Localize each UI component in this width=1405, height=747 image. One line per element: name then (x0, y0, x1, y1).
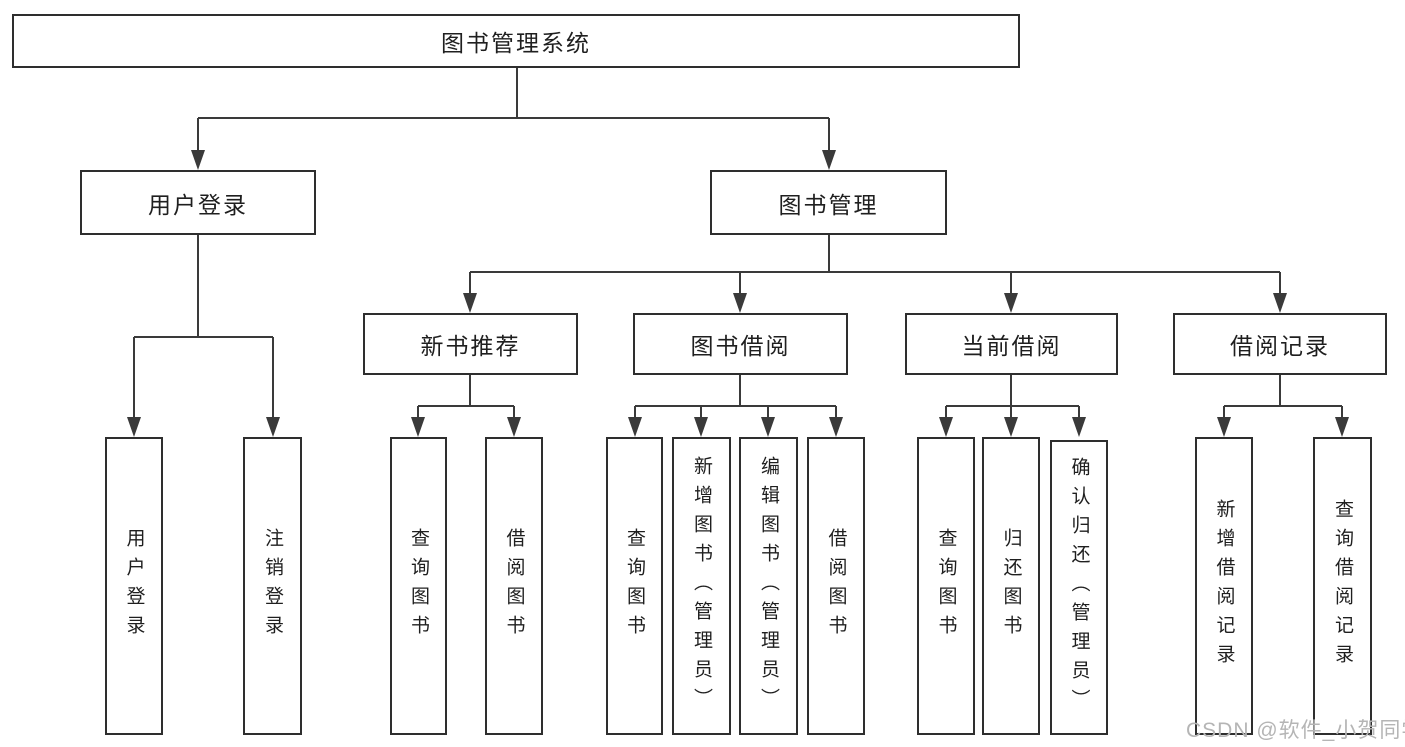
arrowheads (127, 150, 1349, 437)
leaf-add-borrow-record-label: 新增借阅记录 (1213, 499, 1235, 673)
csdn-watermark: CSDN @软件_小贺同学 (1186, 719, 1405, 742)
leaf-query-books-newbook: 查询图书 (390, 437, 447, 735)
node-system-root: 图书管理系统 (12, 14, 1020, 68)
leaf-user-login-label: 用户登录 (123, 528, 145, 644)
leaf-confirm-return-admin-label: 确认归还（管理员） (1068, 457, 1090, 718)
leaf-borrow-books-newbook: 借阅图书 (485, 437, 543, 735)
node-new-book-recommendation: 新书推荐 (363, 313, 578, 375)
node-book-borrowing: 图书借阅 (633, 313, 848, 375)
leaf-logout-login-label: 注销登录 (262, 528, 283, 644)
leaf-query-books-current-label: 查询图书 (935, 528, 957, 644)
node-new-book-recommendation-label: 新书推荐 (420, 333, 521, 359)
node-borrowing-records: 借阅记录 (1173, 313, 1387, 375)
leaf-borrow-books-label: 借阅图书 (825, 528, 847, 644)
leaf-query-borrow-record-label: 查询借阅记录 (1332, 499, 1353, 673)
node-borrowing-records-label: 借阅记录 (1230, 333, 1330, 359)
leaf-borrow-books: 借阅图书 (807, 437, 865, 735)
leaf-query-books-borrow-label: 查询图书 (624, 528, 645, 644)
leaf-borrow-books-newbook-label: 借阅图书 (503, 528, 525, 644)
leaf-edit-books-admin-label: 编辑图书（管理员） (758, 455, 779, 717)
leaf-return-books-label: 归还图书 (1000, 528, 1022, 644)
leaf-logout-login: 注销登录 (243, 437, 302, 735)
leaf-add-borrow-record: 新增借阅记录 (1195, 437, 1253, 735)
leaf-add-books-admin-label: 新增图书（管理员） (691, 455, 712, 717)
leaf-query-books-borrow: 查询图书 (606, 437, 663, 735)
node-book-management-label: 图书管理 (778, 191, 879, 218)
node-user-login-label: 用户登录 (148, 191, 248, 218)
leaf-edit-books-admin: 编辑图书（管理员） (739, 437, 798, 735)
leaf-query-books-current: 查询图书 (917, 437, 975, 735)
node-current-borrowing: 当前借阅 (905, 313, 1118, 375)
node-book-borrowing-label: 图书借阅 (690, 333, 791, 359)
leaf-query-books-newbook-label: 查询图书 (408, 528, 429, 644)
node-book-management: 图书管理 (710, 170, 947, 235)
node-system-root-label: 图书管理系统 (441, 30, 591, 56)
node-user-login: 用户登录 (80, 170, 316, 235)
leaf-add-books-admin: 新增图书（管理员） (672, 437, 731, 735)
leaf-user-login: 用户登录 (105, 437, 163, 735)
node-current-borrowing-label: 当前借阅 (961, 333, 1062, 359)
leaf-query-borrow-record: 查询借阅记录 (1313, 437, 1372, 735)
leaf-return-books: 归还图书 (982, 437, 1040, 735)
leaf-confirm-return-admin: 确认归还（管理员） (1050, 440, 1108, 735)
